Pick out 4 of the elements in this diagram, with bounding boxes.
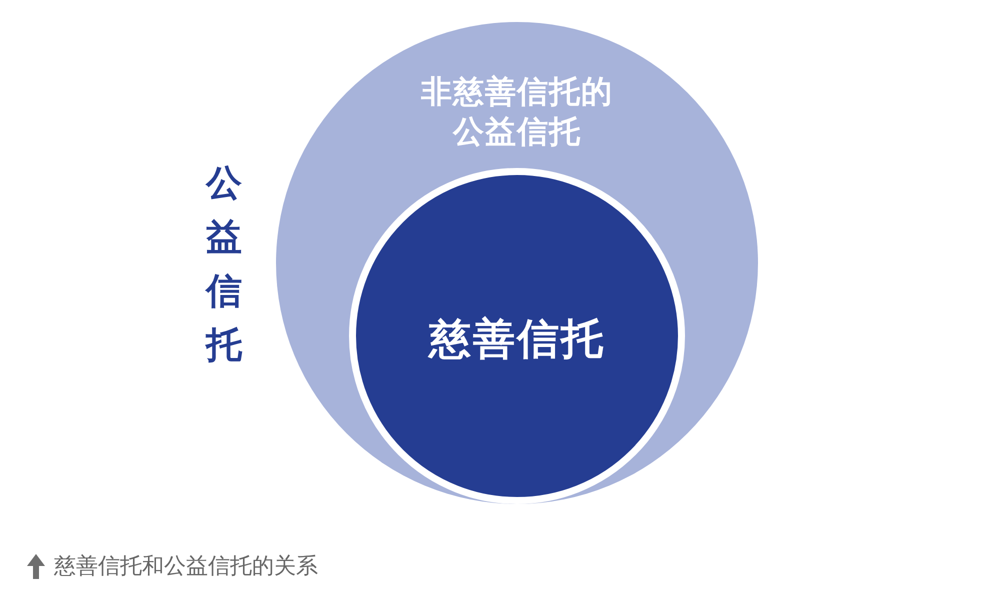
set-label: 慈善信托: [426, 314, 606, 364]
region-label: 非慈善信托的公益信托: [420, 73, 614, 152]
figure-caption: 慈善信托和公益信托的关系: [54, 553, 318, 581]
set-heading: 公益信托: [204, 162, 244, 368]
